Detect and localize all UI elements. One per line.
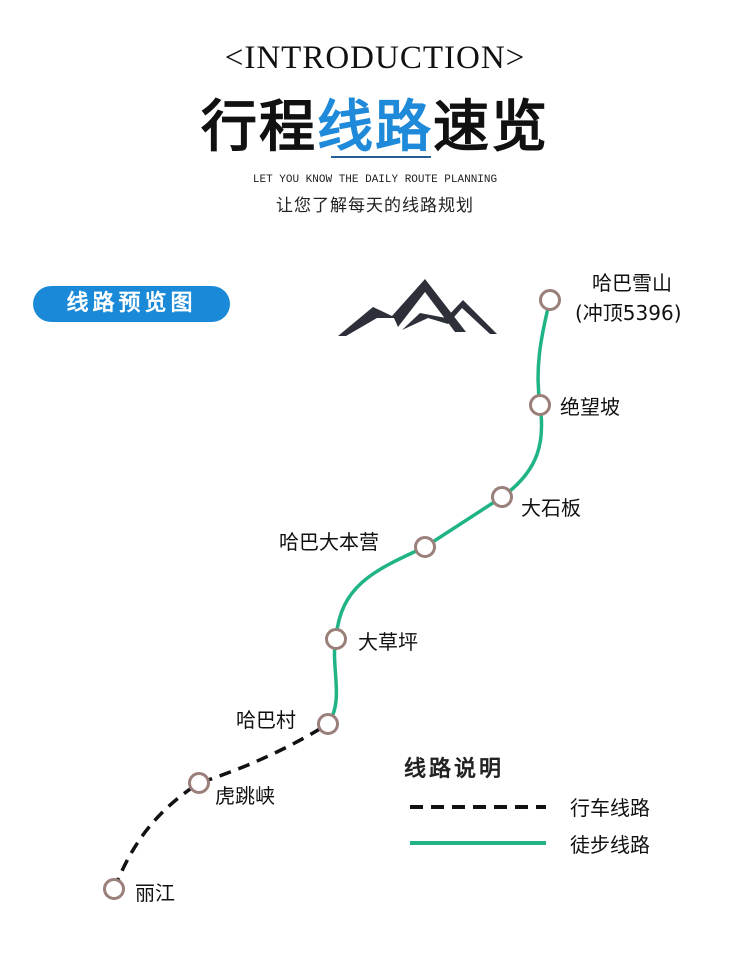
stop-label: 哈巴大本营 bbox=[279, 530, 379, 554]
stop-node-haba-village bbox=[317, 713, 339, 735]
stop-node-tiger-leaping-gorge bbox=[188, 772, 210, 794]
legend-hike-label: 徒步线路 bbox=[570, 833, 650, 857]
title-divider bbox=[331, 156, 431, 158]
stop-label: 丽江 bbox=[135, 881, 175, 905]
page-title: 行程线路速览 bbox=[0, 82, 750, 163]
title-part: 速览 bbox=[433, 94, 549, 160]
title-part: 行程 bbox=[201, 94, 317, 160]
stop-node-juewangpo bbox=[529, 394, 551, 416]
stop-label: 虎跳峡 bbox=[215, 784, 275, 808]
section-label-badge: 线路预览图 bbox=[33, 286, 230, 322]
stop-node-base-camp bbox=[414, 536, 436, 558]
title-highlight: 线路 bbox=[317, 94, 433, 160]
subtitle-english: LET YOU KNOW THE DAILY ROUTE PLANNING bbox=[252, 174, 498, 186]
hike-route-line bbox=[326, 299, 552, 726]
stop-label: 哈巴村 bbox=[236, 708, 296, 732]
stop-node-dacaoping bbox=[325, 628, 347, 650]
stop-node-lijiang bbox=[103, 878, 125, 900]
mountain-icon bbox=[338, 279, 497, 336]
stop-node-haba-snow-mountain bbox=[539, 289, 561, 311]
summit-note: (冲顶5396) bbox=[575, 301, 682, 325]
subtitle-chinese: 让您了解每天的线路规划 bbox=[276, 196, 474, 216]
stop-label: 大石板 bbox=[521, 496, 581, 520]
stop-label: 大草坪 bbox=[358, 630, 418, 654]
legend: 线路说明 行车线路 徒步线路 bbox=[404, 756, 650, 857]
stop-label: 哈巴雪山 bbox=[592, 271, 672, 295]
stop-label: 绝望坡 bbox=[560, 395, 620, 419]
intro-heading: <INTRODUCTION> bbox=[224, 40, 526, 76]
legend-title: 线路说明 bbox=[404, 756, 504, 782]
legend-drive-label: 行车线路 bbox=[570, 796, 650, 820]
stop-node-dashiban bbox=[491, 486, 513, 508]
